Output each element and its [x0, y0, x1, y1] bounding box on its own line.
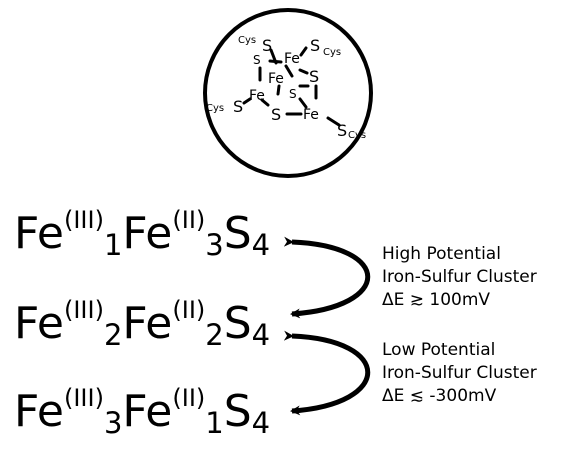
high-potential-title: High Potential — [382, 244, 501, 264]
ligand-cys-top-right: Cys — [323, 47, 341, 58]
formula-2-count-2: 2 — [205, 318, 224, 352]
formula-3-oxidation-2: (II) — [172, 384, 206, 412]
formula-1-element-1: Fe — [14, 208, 64, 259]
ligand-cys-top-left: Cys — [238, 35, 256, 46]
cluster-atoms: S S Fe S Fe S S Fe S Fe S S Cys Cys Cys … — [206, 35, 366, 141]
formula-3-oxidation-1: (III) — [63, 384, 104, 412]
formula-2-element-1: Fe — [14, 298, 64, 349]
formula-3-count-2: 1 — [205, 406, 224, 440]
formula-state-1: Fe(III)1Fe(II)3S4 — [14, 208, 270, 260]
atom-s-right-top: S — [310, 36, 320, 55]
atom-fe-top: Fe — [284, 51, 300, 67]
ligand-cys-bottom-right: Cys — [348, 130, 366, 141]
atom-s-right: S — [309, 67, 319, 86]
annotation-high-potential: High Potential Iron-Sulfur Cluster ΔE ≳ … — [382, 243, 537, 312]
annotation-low-potential: Low Potential Iron-Sulfur Cluster ΔE ≲ -… — [382, 339, 537, 408]
arrow-high-potential — [283, 236, 370, 319]
atom-s-center: S — [289, 87, 297, 101]
formula-3-count-1: 3 — [103, 406, 123, 440]
atom-s-bottom: S — [271, 105, 281, 124]
arrow-low-potential — [283, 330, 370, 416]
formula-2-oxidation-2: (II) — [172, 296, 206, 324]
formula-2-oxidation-1: (III) — [63, 296, 104, 324]
formula-2-count-1: 2 — [103, 318, 123, 352]
cluster-circle — [203, 8, 373, 178]
atom-s-left-ligand: S — [233, 97, 243, 116]
formula-state-3: Fe(III)3Fe(II)1S4 — [14, 386, 270, 438]
formula-2-count-3: 4 — [251, 318, 271, 352]
low-potential-subtitle: Iron-Sulfur Cluster — [382, 363, 537, 383]
formula-3-element-3: S — [223, 386, 252, 437]
formula-2-element-3: S — [223, 298, 252, 349]
atom-s-top: S — [262, 36, 272, 55]
low-potential-title: Low Potential — [382, 340, 496, 360]
atom-s-top-left: S — [253, 53, 261, 67]
ligand-cys-left: Cys — [206, 103, 224, 114]
formula-3-element-1: Fe — [14, 386, 64, 437]
atom-fe-center: Fe — [268, 71, 284, 87]
formula-state-2: Fe(III)2Fe(II)2S4 — [14, 298, 270, 350]
formula-1-count-1: 1 — [103, 228, 123, 262]
formula-1-count-3: 4 — [251, 228, 271, 262]
atom-s-bottom-right: S — [337, 121, 347, 140]
formula-3-count-3: 4 — [251, 406, 271, 440]
formula-1-element-2: Fe — [122, 208, 173, 259]
atom-fe-bottom: Fe — [303, 107, 319, 123]
cluster-bonds — [242, 46, 341, 127]
formula-3-element-2: Fe — [122, 386, 173, 437]
high-potential-delta: ΔE ≳ 100mV — [382, 290, 491, 310]
formula-1-oxidation-1: (III) — [63, 206, 104, 234]
low-potential-delta: ΔE ≲ -300mV — [382, 386, 497, 406]
formula-1-count-2: 3 — [205, 228, 224, 262]
formula-1-element-3: S — [223, 208, 252, 259]
high-potential-subtitle: Iron-Sulfur Cluster — [382, 267, 537, 287]
formula-1-oxidation-2: (II) — [172, 206, 206, 234]
formula-2-element-2: Fe — [122, 298, 173, 349]
atom-fe-left: Fe — [249, 88, 265, 104]
